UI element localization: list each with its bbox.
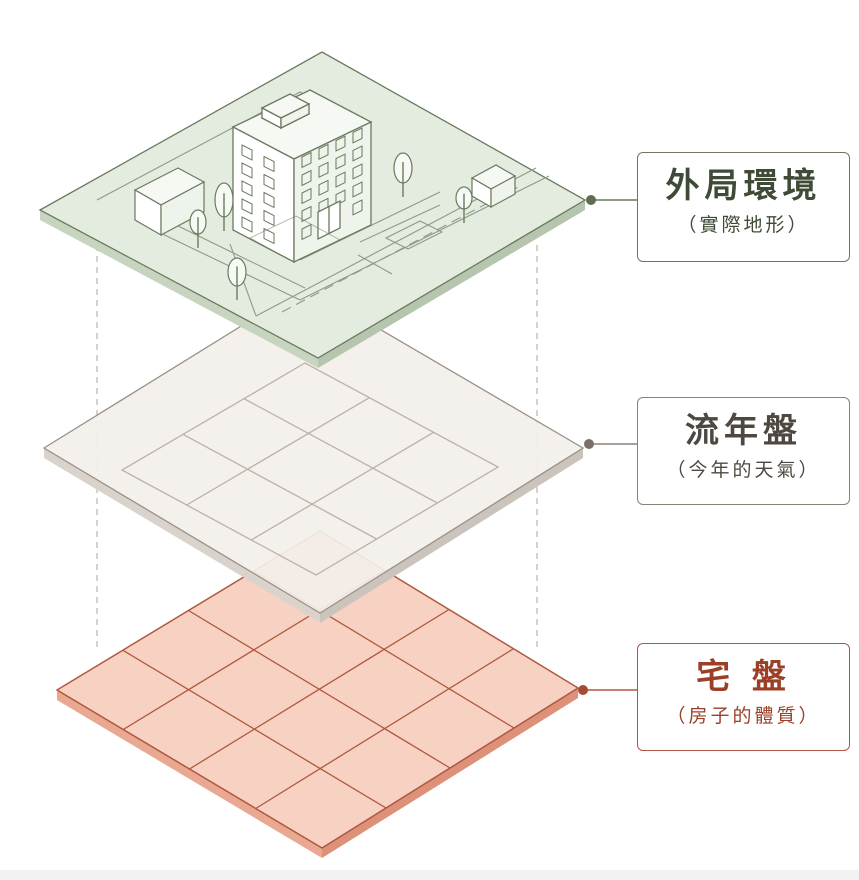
environment-plate <box>38 51 587 368</box>
bottom-edge <box>0 870 859 880</box>
window <box>241 216 253 233</box>
window <box>301 187 312 205</box>
window <box>352 145 363 162</box>
annual-nine-grid <box>120 362 500 576</box>
window <box>352 181 363 198</box>
window <box>335 189 346 206</box>
window <box>352 127 363 144</box>
grid-line <box>255 648 514 810</box>
tree-icon <box>189 209 207 248</box>
tree-icon <box>214 182 234 231</box>
window <box>241 144 253 161</box>
tree-icon <box>455 186 473 223</box>
cube-building-icon <box>133 167 206 237</box>
window <box>241 198 253 215</box>
window <box>241 162 253 179</box>
label-environment-title: 外局環境 <box>665 166 822 206</box>
tree-icon <box>189 152 473 300</box>
window <box>335 135 346 152</box>
office-building-icon <box>231 89 373 264</box>
house-plate <box>55 530 580 858</box>
grid-line <box>186 397 370 506</box>
label-house: 宅 盤 （房子的體質） <box>637 643 850 751</box>
window <box>263 155 275 173</box>
window <box>335 171 346 188</box>
window <box>263 227 275 245</box>
window <box>301 151 312 169</box>
grid-line <box>251 431 434 541</box>
label-house-title: 宅 盤 <box>696 657 791 697</box>
grid-line <box>182 433 377 540</box>
grid-line <box>189 608 450 770</box>
window <box>318 143 329 161</box>
connector-house <box>578 685 637 695</box>
window <box>263 191 275 209</box>
label-annual-title: 流年盤 <box>685 411 802 451</box>
window <box>318 161 329 179</box>
window <box>301 223 312 241</box>
grid-line <box>243 398 438 504</box>
window <box>301 205 312 223</box>
tree-icon <box>227 257 247 300</box>
window <box>352 199 363 216</box>
cube-building-icon <box>470 164 517 209</box>
window <box>241 180 253 197</box>
window <box>263 173 275 191</box>
connector-annual <box>584 439 637 449</box>
window <box>335 153 346 170</box>
window <box>352 163 363 180</box>
label-environment: 外局環境 （實際地形） <box>637 152 850 262</box>
window <box>263 209 275 227</box>
annual-plate <box>42 285 585 623</box>
window <box>301 169 312 187</box>
label-annual: 流年盤 （今年的天氣） <box>637 397 850 505</box>
label-annual-subtitle: （今年的天氣） <box>666 459 821 481</box>
window <box>318 179 329 197</box>
connector-environment <box>586 195 637 205</box>
label-house-subtitle: （房子的體質） <box>666 705 821 727</box>
label-environment-subtitle: （實際地形） <box>677 214 810 236</box>
tree-icon <box>393 152 413 197</box>
